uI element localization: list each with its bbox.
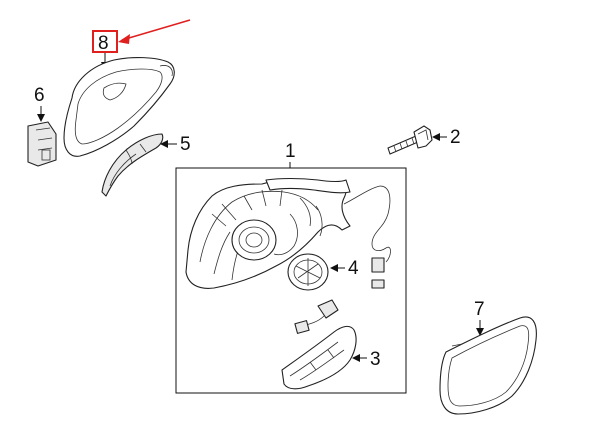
- callout-8-label: 8: [98, 33, 109, 54]
- callout-8-red-arrowhead: [118, 34, 130, 44]
- part-1-connector: [294, 299, 339, 334]
- callout-2-label: 2: [450, 127, 461, 148]
- part-8-mirror-cover: [63, 57, 175, 157]
- callout-5-arrowhead: [160, 140, 168, 148]
- callout-7-arrowhead: [476, 328, 484, 336]
- callout-6-label: 6: [34, 85, 45, 106]
- part-1-frame: [175, 167, 407, 394]
- part-4-motor-actuator: [287, 253, 329, 291]
- part-1-mirror-assembly: [185, 177, 351, 289]
- part-5-turn-signal-lamp: [101, 133, 164, 197]
- callout-3-label: 3: [370, 349, 381, 370]
- callout-4-label: 4: [348, 258, 359, 279]
- callout-4-arrowhead: [330, 264, 338, 272]
- callout-1-label: 1: [285, 141, 296, 162]
- part-6-blind-spot-module: [27, 121, 57, 167]
- part-7-mirror-glass: [439, 316, 537, 415]
- callout-2-arrowhead: [432, 133, 440, 141]
- part-1-wiring-harness: [343, 185, 391, 289]
- callout-7-label: 7: [474, 299, 485, 320]
- part-2-bolt: [387, 125, 433, 155]
- part-3-lower-cover: [281, 325, 357, 390]
- callout-6-arrowhead: [37, 114, 45, 122]
- callout-8-red-arrow: [121, 19, 191, 41]
- callout-8-highlight-box: [92, 30, 118, 53]
- callout-3-arrowhead: [352, 354, 360, 362]
- callout-5-label: 5: [180, 134, 191, 155]
